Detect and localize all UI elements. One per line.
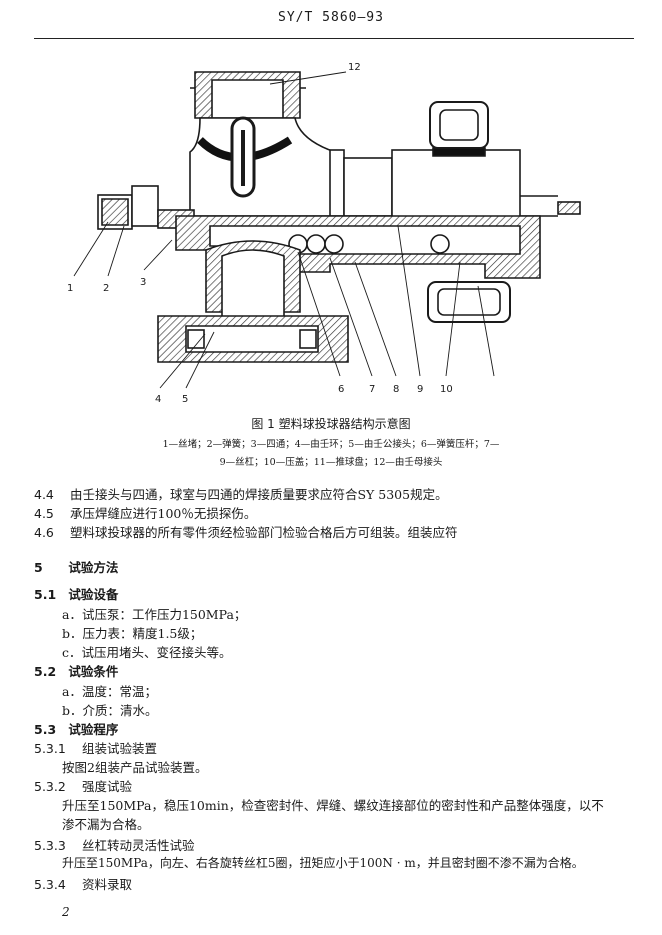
- list-item: b．介质：清水。: [62, 703, 158, 718]
- ball-launcher-diagram: 1 2 3 4 5 6 7 8 9 10 12: [67, 62, 581, 405]
- clause-number: 5.3.4: [34, 877, 66, 892]
- clause-5-3-2-heading: 5.3.2 强度试验: [34, 776, 132, 795]
- figure-legend-line-1: 1—丝堵；2—弹簧；3—四通；4—由壬环；5—由壬公接头；6—弹簧压杆；7—: [162, 439, 500, 450]
- subsection-5-3-heading: 5.3 试验程序: [34, 719, 118, 738]
- paragraph: 升压至150MPa，稳压10min，检查密封件、焊缝、螺纹连接部位的密封性和产品…: [62, 798, 604, 813]
- clause-title: 强度试验: [81, 779, 132, 794]
- clause-number: 4.4: [34, 487, 54, 502]
- callout-9: 9: [417, 384, 423, 395]
- paragraph: 按图2组装产品试验装置。: [62, 760, 208, 775]
- clause-4-6: 4.6 塑料球投球器的所有零件须经检验部门检验合格后方可组装。组装应符: [34, 522, 458, 541]
- clause-number: 4.6: [34, 525, 54, 540]
- subsection-title: 试验程序: [68, 722, 119, 737]
- callout-1: 1: [67, 283, 73, 294]
- clause-5-3-1-heading: 5.3.1 组装试验装置: [34, 738, 157, 757]
- list-item: a．温度：常温；: [62, 684, 157, 699]
- subsection-5-1-heading: 5.1 试验设备: [34, 584, 118, 603]
- section-number: 5: [34, 560, 43, 575]
- clause-5-3-4-heading: 5.3.4 资料录取: [34, 874, 132, 893]
- clause-4-5: 4.5 承压焊缝应进行100％无损探伤。: [34, 503, 256, 522]
- page-number: 2: [62, 905, 70, 919]
- callout-4: 4: [155, 394, 161, 405]
- figure-caption: 图 1 塑料球投球器结构示意图: [251, 417, 411, 431]
- leader-lines: [73, 71, 495, 389]
- callout-10: 10: [440, 384, 453, 395]
- callout-5: 5: [182, 394, 188, 405]
- clause-title: 资料录取: [81, 877, 132, 892]
- callout-6: 6: [338, 384, 344, 395]
- subsection-number: 5.1: [34, 587, 57, 602]
- callout-numbers: 1 2 3 4 5 6 7 8 9 10 12: [67, 62, 453, 405]
- callout-8: 8: [393, 384, 399, 395]
- subsection-5-2-heading: 5.2 试验条件: [34, 661, 118, 680]
- callout-2: 2: [103, 283, 109, 294]
- clause-title: 组装试验装置: [81, 741, 157, 756]
- clause-4-4: 4.4 由壬接头与四通，球室与四通的焊接质量要求应符合SY 5305规定。: [34, 484, 448, 503]
- subsection-title: 试验设备: [68, 587, 119, 602]
- list-item: c．试压用堵头、变径接头等。: [62, 645, 232, 660]
- clause-title: 丝杠转动灵活性试验: [81, 838, 195, 853]
- section-5-heading: 5 试验方法: [34, 557, 118, 576]
- list-item: b．压力表：精度1.5级；: [62, 626, 203, 641]
- clause-number: 4.5: [34, 506, 54, 521]
- callout-12: 12: [348, 62, 361, 73]
- list-item: a．试压泵：工作压力150MPa；: [62, 607, 247, 622]
- subsection-title: 试验条件: [68, 664, 119, 679]
- clause-5-3-3-heading: 5.3.3 丝杠转动灵活性试验: [34, 835, 195, 854]
- clause-number: 5.3.1: [34, 741, 66, 756]
- callout-3: 3: [140, 277, 146, 288]
- paragraph: 升压至150MPa，向左、右各旋转丝杠5圈，扭矩应小于100N · m，并且密封…: [62, 856, 584, 870]
- clause-text: 由壬接头与四通，球室与四通的焊接质量要求应符合SY 5305规定。: [69, 487, 448, 502]
- header-rule: [34, 38, 634, 39]
- callout-7: 7: [369, 384, 375, 395]
- section-title: 试验方法: [68, 560, 119, 575]
- clause-number: 5.3.2: [34, 779, 66, 794]
- paragraph: 渗不漏为合格。: [62, 817, 150, 832]
- standard-header: SY/T 5860—93: [278, 10, 384, 25]
- figure-legend-line-2: 9—丝杠；10—压盖；11—推球盘；12—由壬母接头: [219, 457, 443, 468]
- clause-text: 塑料球投球器的所有零件须经检验部门检验合格后方可组装。组装应符: [69, 525, 458, 540]
- clause-text: 承压焊缝应进行100％无损探伤。: [69, 506, 257, 521]
- clause-number: 5.3.3: [34, 838, 66, 853]
- drawing-body: [97, 71, 581, 363]
- subsection-number: 5.3: [34, 722, 57, 737]
- subsection-number: 5.2: [34, 664, 57, 679]
